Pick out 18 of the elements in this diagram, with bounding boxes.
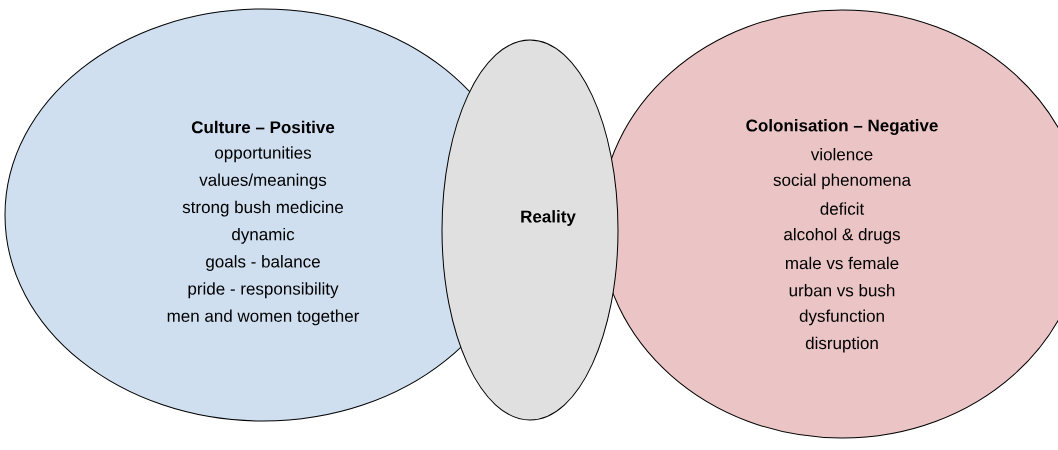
list-item: pride - responsibility <box>188 282 339 299</box>
heading: Colonisation – Negative <box>746 119 938 135</box>
list-item: dynamic <box>232 227 295 244</box>
list-item: urban vs bush <box>789 283 895 297</box>
list-item: men and women together <box>167 309 360 326</box>
list-item: violence <box>810 147 873 161</box>
list-item: male vs female <box>786 256 899 270</box>
label: Reality <box>521 210 576 226</box>
list-item: deficit <box>820 202 865 215</box>
list-item: strong bush medicine <box>182 200 343 217</box>
list-item: disruption <box>805 336 878 353</box>
heading: Culture – Positive <box>191 120 335 134</box>
list-item: goals - balance <box>206 255 320 271</box>
list-item: social phenomena <box>773 173 911 190</box>
list-item: opportunities <box>215 146 312 163</box>
list-item: dysfunction <box>799 309 884 326</box>
list-item: alcohol & drugs <box>784 227 900 244</box>
list-item: values/meanings <box>199 173 327 190</box>
